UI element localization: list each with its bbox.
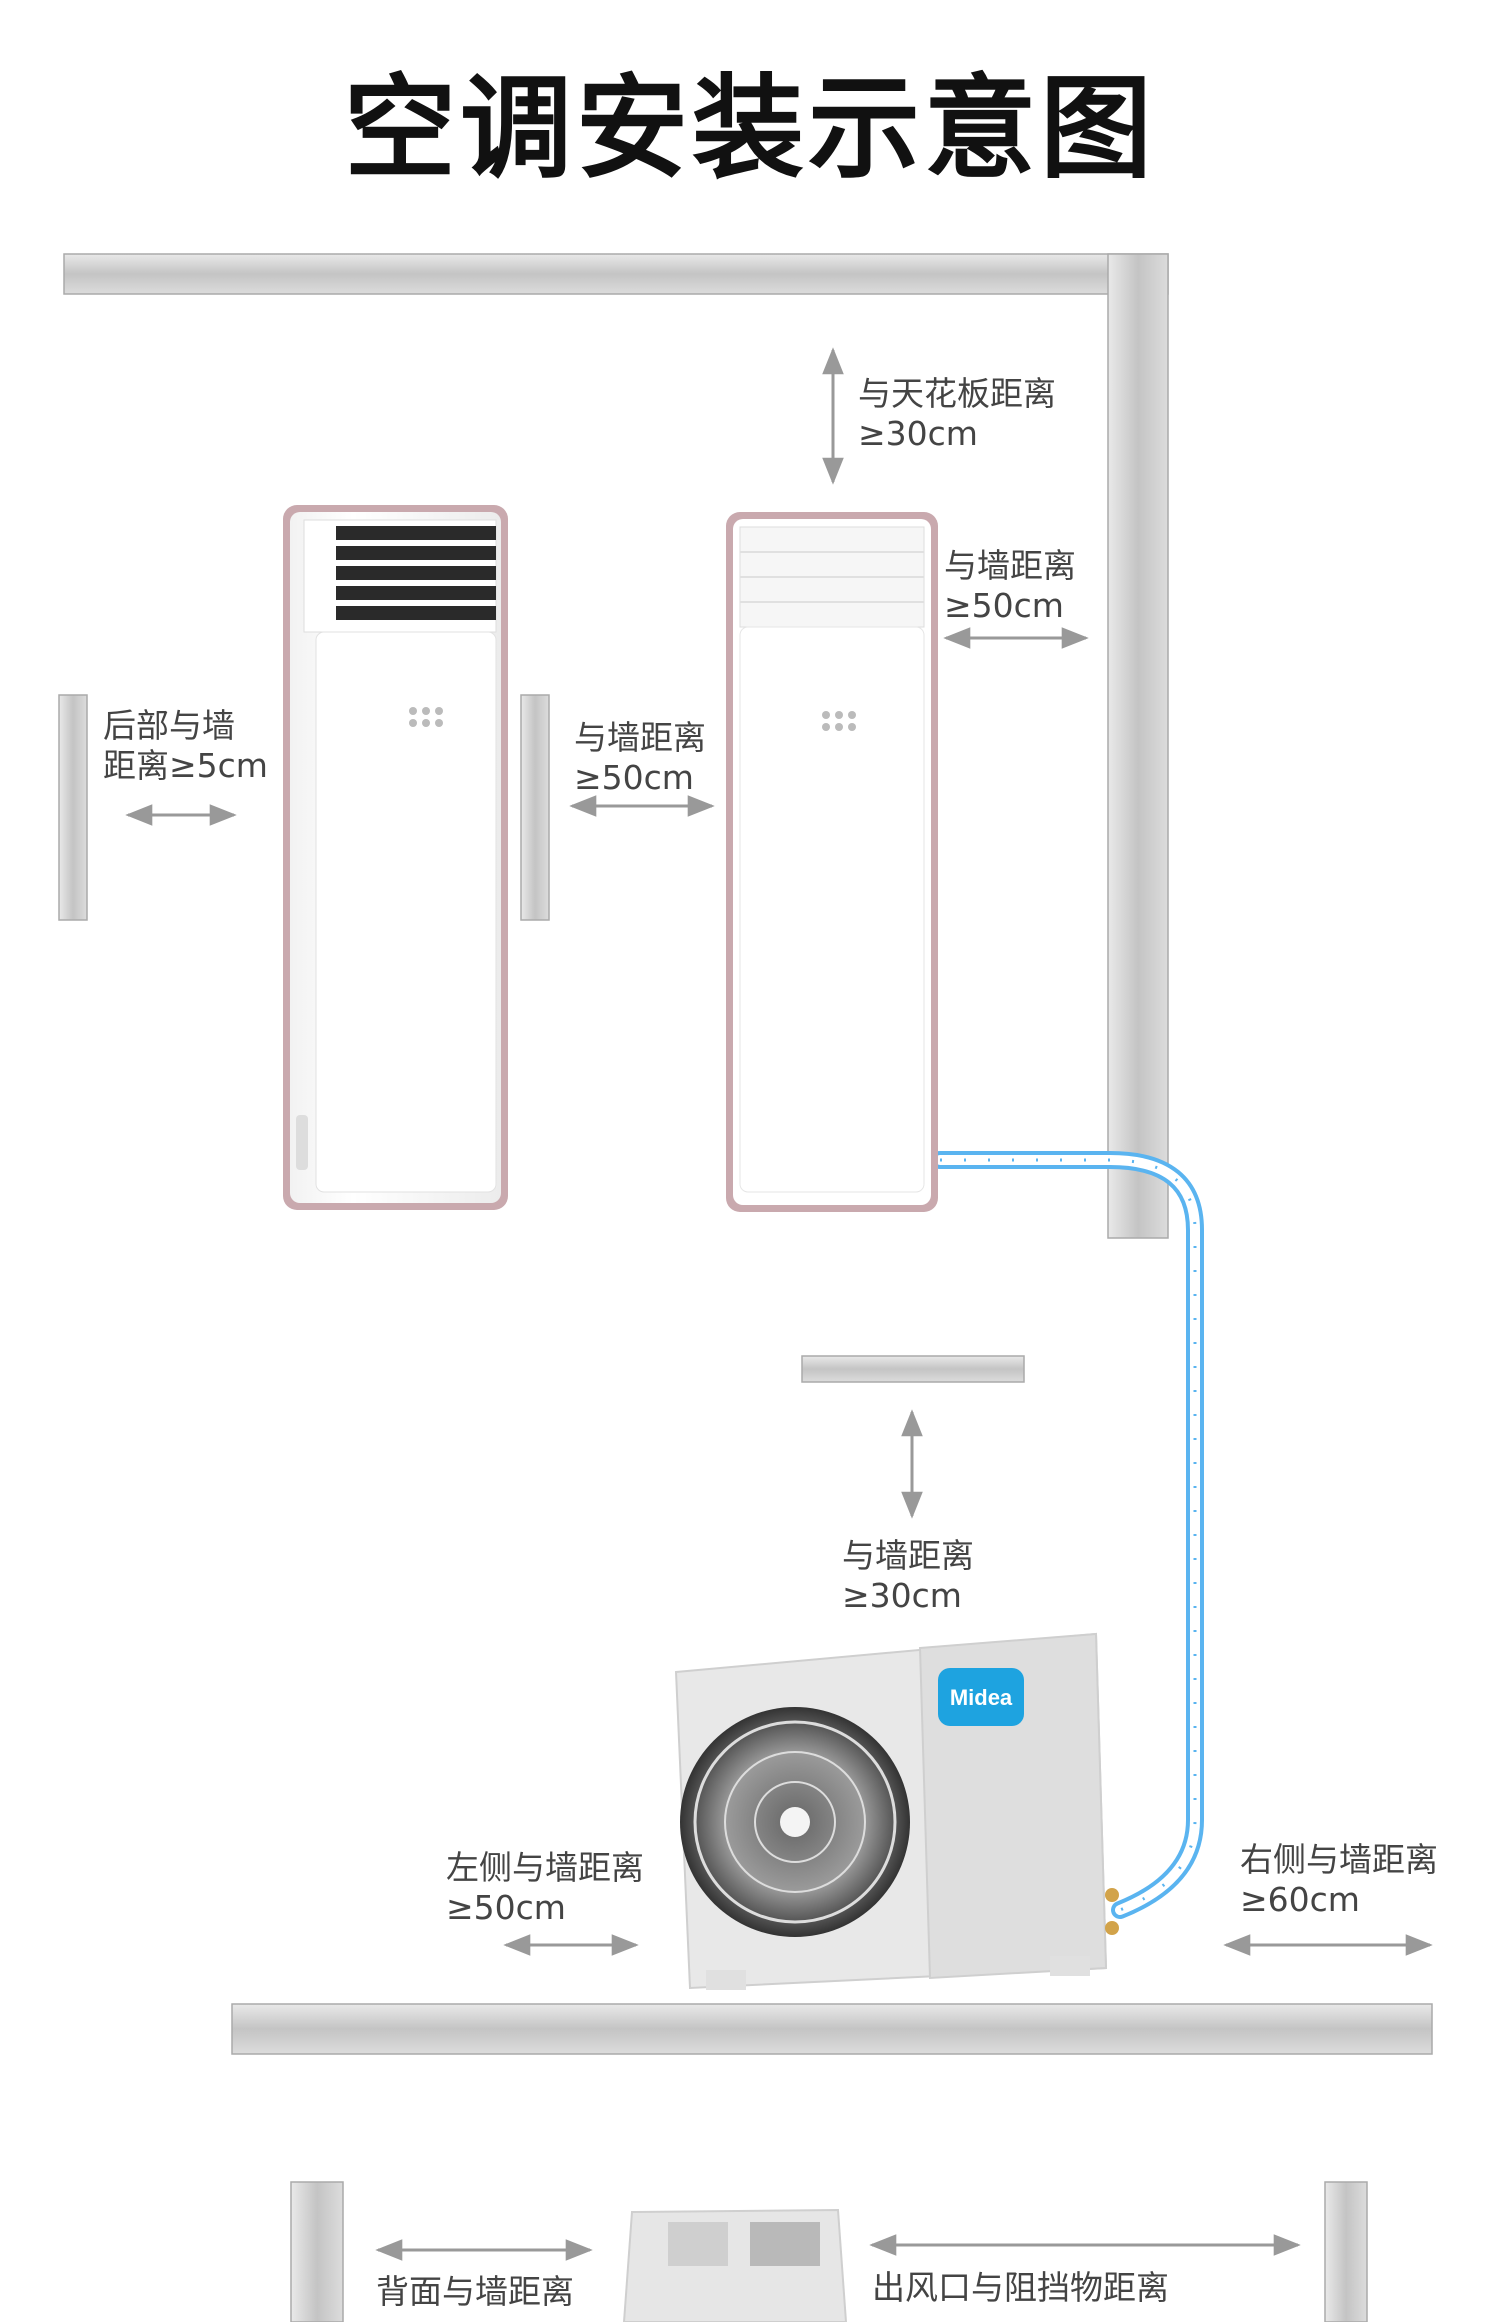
fan-icon [680,1707,910,1937]
label-line: ≥50cm [944,586,1064,625]
label-line: 距离≥5cm [103,746,268,785]
outdoor-left-distance-label: 左侧与墙距离 ≥50cm [446,1848,644,1928]
label-line: ≥60cm [1240,1880,1360,1919]
left-wall-segment [58,694,88,921]
floor-wall [231,2003,1433,2055]
right-wall [1107,253,1169,1239]
indoor-unit-icon [283,505,508,1210]
label-line: ≥30cm [858,414,978,453]
page-title: 空调安装示意图 [344,64,1156,194]
back-wall-distance-label: 后部与墙 距离≥5cm [103,706,268,786]
side-wall-distance-label: 与墙距离 ≥50cm [574,718,706,798]
outdoor-right-distance-label: 右侧与墙距离 ≥60cm [1240,1840,1438,1920]
label-line: 右侧与墙距离 [1240,1840,1438,1879]
outdoor-top-distance-label: 与墙距离 ≥30cm [842,1536,974,1616]
outdoor-unit-icon: Midea [674,1632,1119,1990]
label-line: 与墙距离 [842,1536,974,1575]
dimension-arrows [125,347,1433,2261]
label-line: ≥30cm [842,1576,962,1615]
label-line: 后部与墙 [103,706,235,745]
label-line: ≥50cm [446,1888,566,1927]
pipe-icon [931,1151,1204,1919]
side-wall-segment [520,694,550,921]
bottom-outlet-distance-label: 出风口与阻挡物距离 [872,2268,1169,2308]
midea-logo: Midea [938,1668,1024,1726]
label-line: 背面与墙距离 [376,2272,574,2311]
room-walls [58,253,1433,2322]
outdoor-unit-icon [622,2208,848,2322]
label-line: 出风口与阻挡物距离 [872,2268,1169,2307]
label-line: 左侧与墙距离 [446,1848,644,1887]
svg-text:Midea: Midea [950,1685,1013,1710]
right-wall-distance-label: 与墙距离 ≥50cm [944,546,1076,626]
bottom-right-wall [1324,2181,1368,2322]
label-line: ≥50cm [574,758,694,797]
ceiling-wall [63,253,1169,295]
ceiling-distance-label: 与天花板距离 ≥30cm [858,374,1056,454]
label-line: 与墙距离 [574,718,706,757]
label-line: 与天花板距离 [858,374,1056,413]
outdoor-top-wall [801,1355,1025,1383]
bottom-left-wall [290,2181,344,2322]
bottom-back-distance-label: 背面与墙距离 [376,2272,574,2312]
indoor-unit-icon [726,512,938,1212]
label-line: 与墙距离 [944,546,1076,585]
